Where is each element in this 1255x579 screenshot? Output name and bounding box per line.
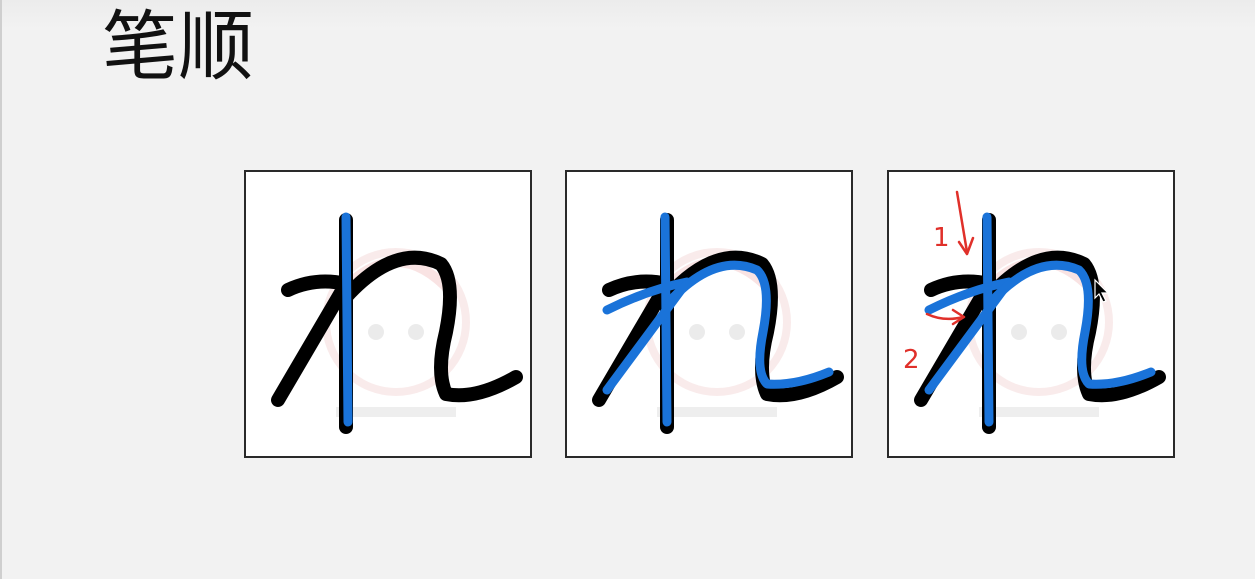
arrow-2-shaft bbox=[925, 312, 965, 321]
arrow-2-head bbox=[951, 308, 966, 326]
stroke-number-2-label: 2 bbox=[903, 345, 920, 375]
arrow-1-head bbox=[957, 236, 975, 256]
character-re-glyph bbox=[592, 212, 844, 434]
page-title: 笔顺 bbox=[102, 2, 254, 91]
handwritten-annotations bbox=[925, 190, 975, 326]
stroke-number-1-label: 1 bbox=[933, 223, 950, 253]
highlight-stroke-1 bbox=[341, 212, 353, 427]
highlight-strokes bbox=[924, 212, 1156, 427]
stroke-order-panel-1 bbox=[244, 170, 532, 458]
stroke-order-panel-3: 1 2 bbox=[887, 170, 1175, 458]
character-re-glyph: 1 2 bbox=[903, 190, 1166, 434]
arrow-1-shaft bbox=[955, 190, 969, 254]
highlight-strokes bbox=[602, 212, 834, 427]
stroke-order-panel-2 bbox=[565, 170, 853, 458]
mouse-cursor-icon bbox=[1094, 278, 1110, 303]
character-re-glyph bbox=[271, 212, 523, 434]
